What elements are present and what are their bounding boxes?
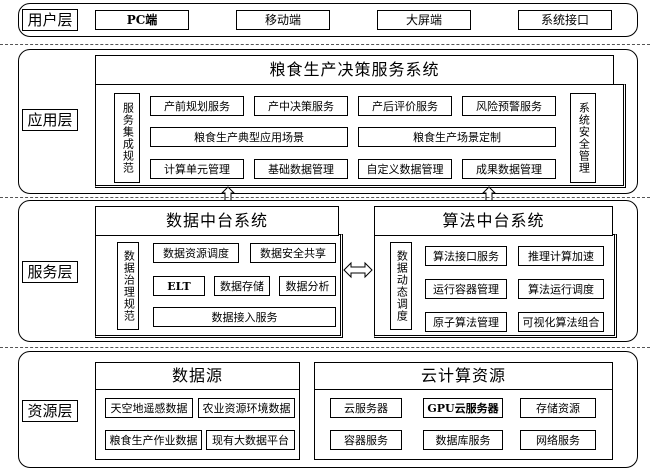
cloud-gpu-server: GPU云服务器 [423,398,503,418]
user-layer-label: 用户层 [22,9,78,31]
user-item-pc: PC端 [95,10,189,30]
data-source-title: 数据源 [95,362,300,390]
cloud-title: 云计算资源 [314,362,613,390]
data-elt: ELT [153,276,205,296]
user-item-mobile: 移动端 [236,10,330,30]
source-existing-bigdata: 现有大数据平台 [206,430,295,450]
data-security-sharing: 数据安全共享 [250,243,336,263]
cloud-container: 容器服务 [330,430,402,450]
cloud-network: 网络服务 [520,430,596,450]
source-production-operation: 粮食生产作业数据 [105,430,202,450]
divider-1 [0,44,650,45]
app-row3-compute-unit: 计算单元管理 [150,159,244,179]
data-storage: 数据存储 [214,276,270,296]
data-access-service: 数据接入服务 [153,307,336,327]
divider-2 [0,197,650,198]
algo-visual-composition: 可视化算法组合 [518,312,604,332]
cloud-database: 数据库服务 [423,430,503,450]
algo-run-scheduling: 算法运行调度 [518,279,604,299]
source-remote-sensing: 天空地遥感数据 [105,398,193,418]
decision-system-title: 粮食生产决策服务系统 [95,55,614,85]
system-security-mgmt: 系统安全管理 [570,93,596,183]
app-row1-inproduction: 产中决策服务 [254,96,348,116]
app-row3-custom-data: 自定义数据管理 [358,159,452,179]
app-row1-postproduction: 产后评价服务 [358,96,452,116]
service-layer-label: 服务层 [22,261,78,283]
cloud-storage: 存储资源 [520,398,596,418]
algo-inference-acceleration: 推理计算加速 [518,246,604,266]
resource-layer-label: 资源层 [22,400,78,422]
algo-atomic-management: 原子算法管理 [425,312,507,332]
app-row3-result-data: 成果数据管理 [462,159,556,179]
data-analysis: 数据分析 [279,276,336,296]
data-governance-spec: 数据治理规范 [117,242,139,330]
source-agri-environment: 农业资源环境数据 [198,398,295,418]
user-item-bigscreen: 大屏端 [377,10,471,30]
application-layer-label: 应用层 [22,109,78,131]
app-row1-preproduction: 产前规划服务 [150,96,244,116]
algo-container-management: 运行容器管理 [425,279,507,299]
app-row2-typical-scenarios: 粮食生产典型应用场景 [150,127,348,147]
data-dynamic-scheduling: 数据动态调度 [390,242,412,330]
algo-interface-service: 算法接口服务 [425,246,507,266]
service-integration-spec: 服务集成规范 [114,93,140,183]
app-row2-scenario-customization: 粮食生产场景定制 [358,127,556,147]
data-platform-title: 数据中台系统 [95,206,339,236]
user-item-system-interface: 系统接口 [518,10,612,30]
app-row3-basic-data: 基础数据管理 [254,159,348,179]
data-resource-scheduling: 数据资源调度 [153,243,239,263]
divider-3 [0,347,650,348]
double-arrow-data-algo [343,261,373,279]
algo-platform-title: 算法中台系统 [374,206,613,236]
cloud-server: 云服务器 [330,398,402,418]
app-row1-risk-warning: 风险预警服务 [462,96,556,116]
